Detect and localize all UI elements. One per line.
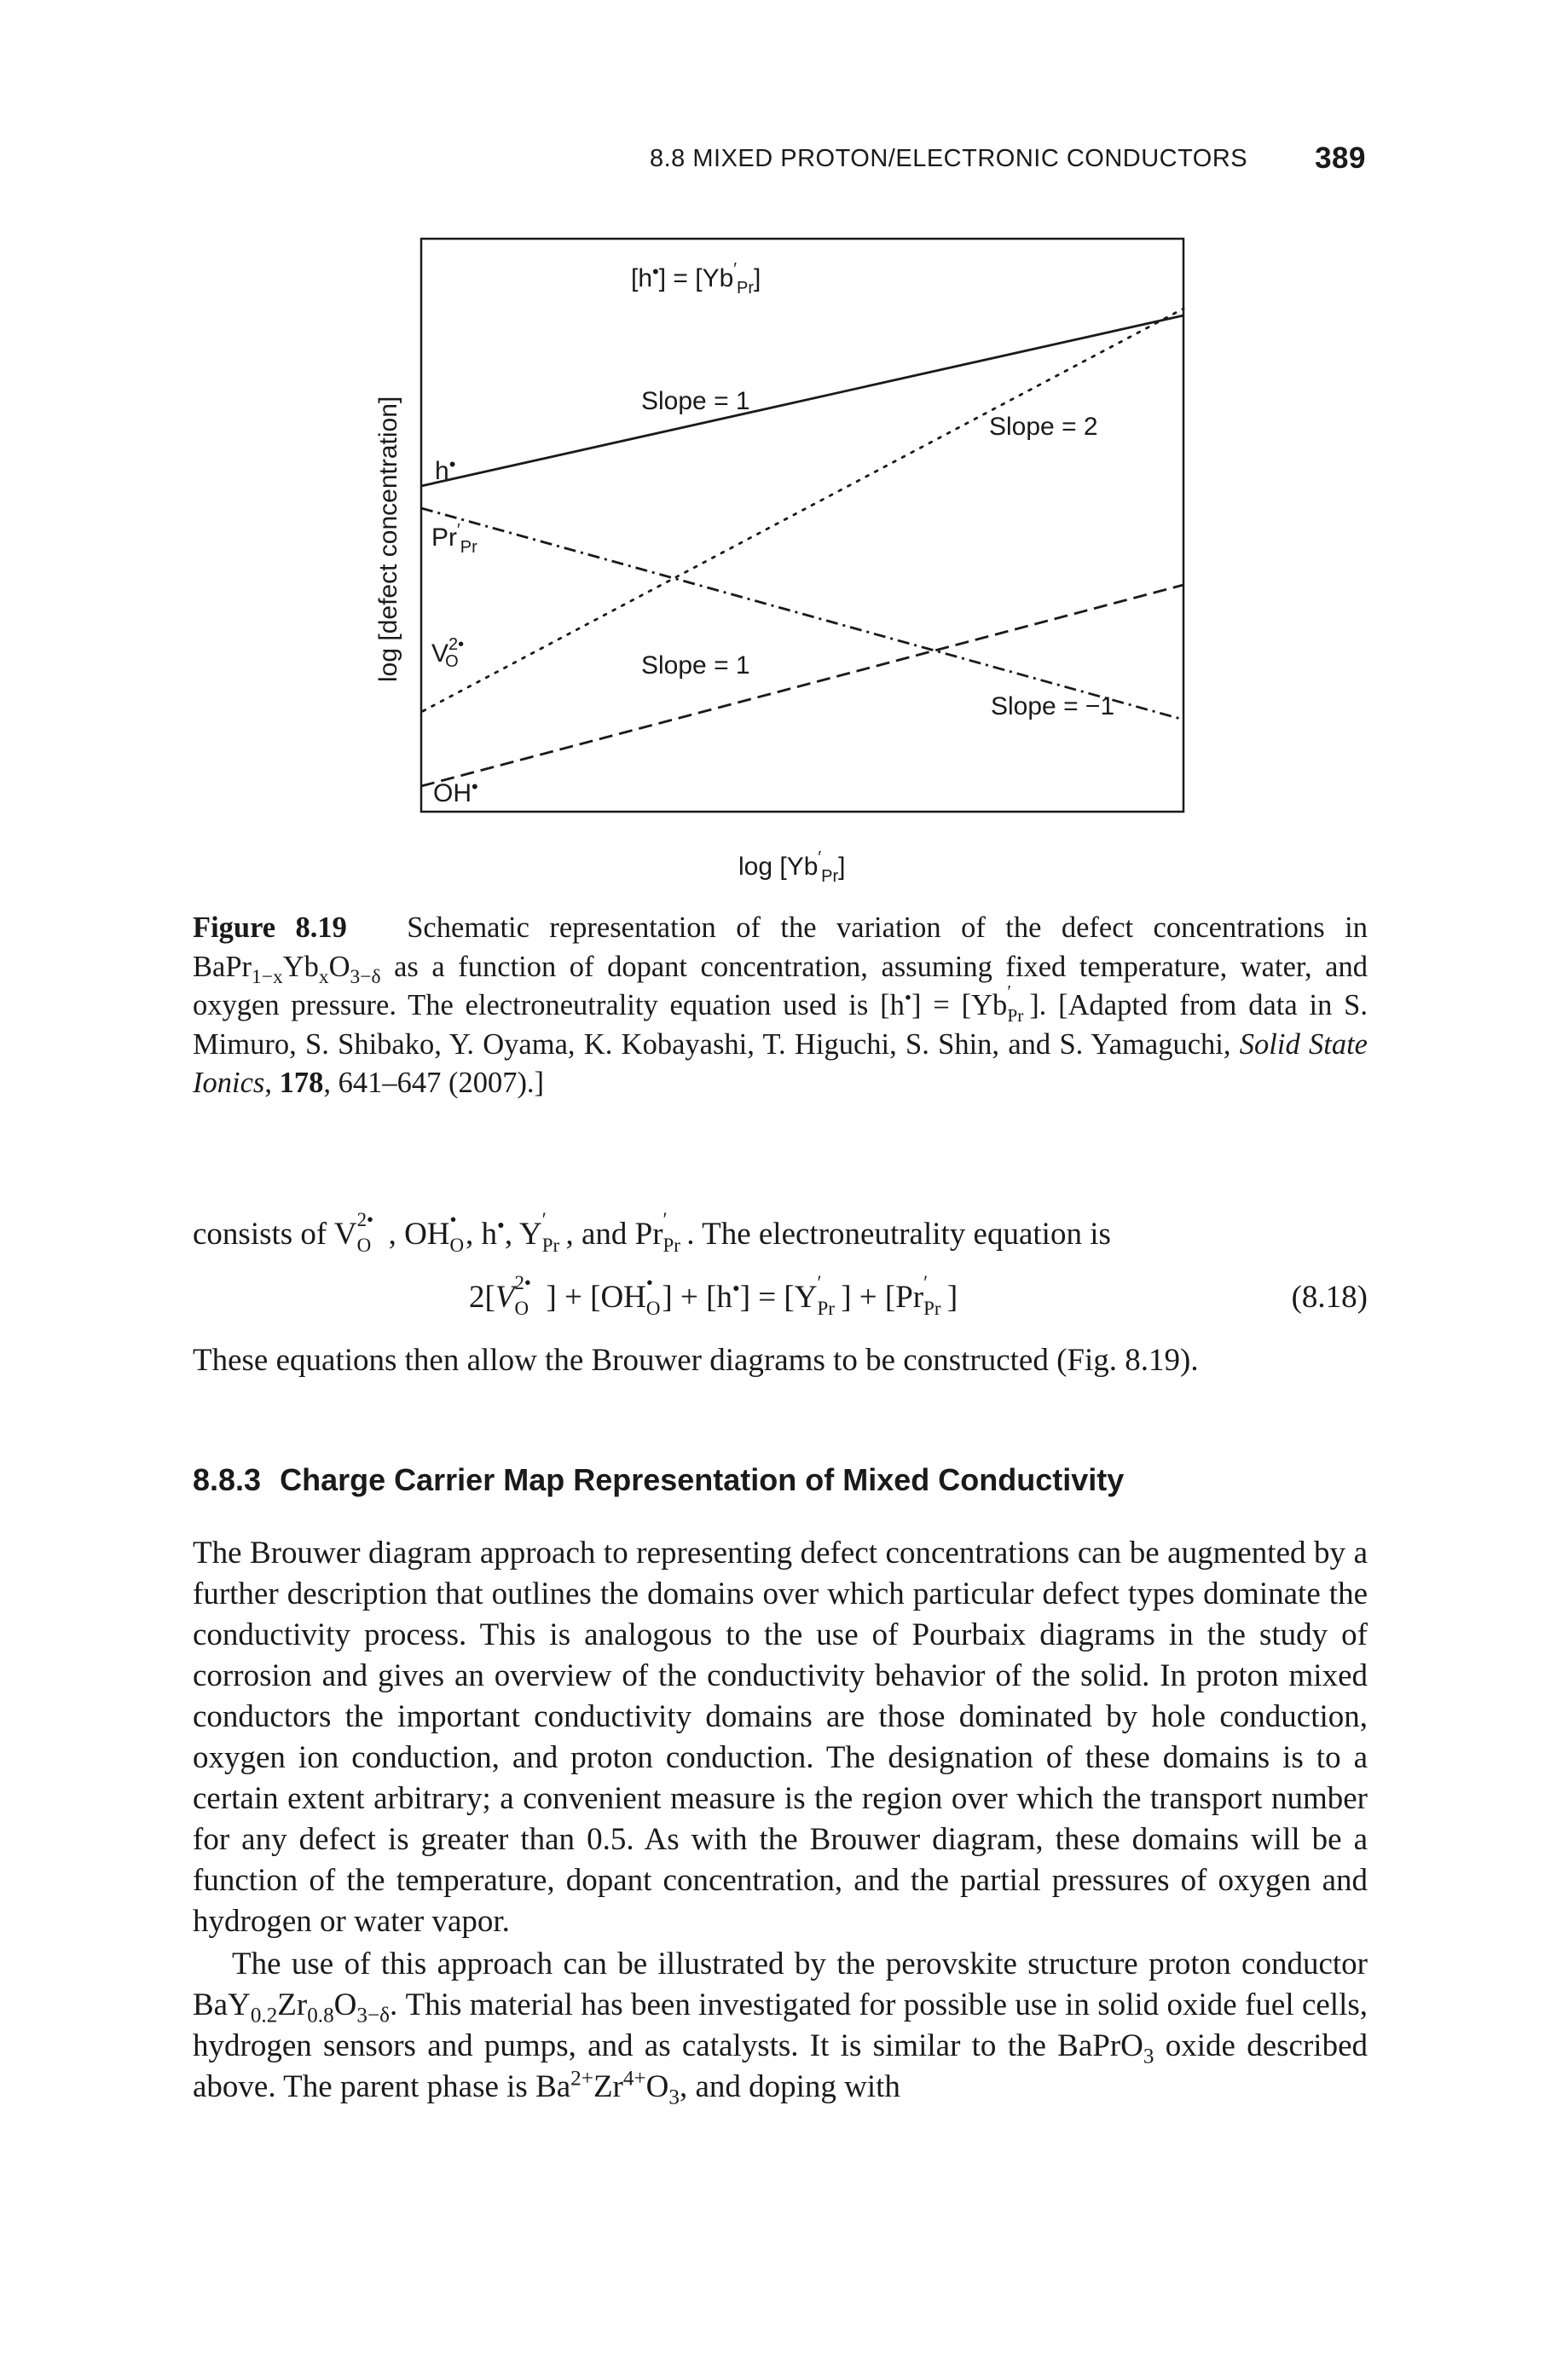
- plot-frame: [419, 237, 1185, 813]
- body-text: , and doping with: [679, 2069, 900, 2104]
- body-text: , h: [466, 1217, 498, 1252]
- body-text: The use of this approach can be illustra…: [193, 1947, 1368, 2022]
- hydroxide-line: [420, 583, 1184, 788]
- body-text: These equations then allow the Brouwer d…: [193, 1343, 1199, 1378]
- caption-text: Yb: [282, 950, 319, 983]
- figure-caption: Figure 8.19 Schematic representation of …: [193, 911, 1368, 1100]
- body-text: The Brouwer diagram approach to represen…: [193, 1536, 1368, 1939]
- equation-body: 2[V 2•O] + [OH •O] + [h•] = [Y ′Pr] + [P…: [469, 1271, 958, 1319]
- top-label: [h•] = [Yb′Pr]: [631, 260, 761, 298]
- holes-slope-label: Slope = 1: [641, 387, 750, 415]
- body-sub: 3−δ: [356, 2004, 391, 2028]
- section-heading: 8.8.3 Charge Carrier Map Representation …: [193, 1462, 1368, 1498]
- body-sup: 2+: [570, 2067, 593, 2091]
- hydroxide-label: OH•: [433, 776, 478, 807]
- yb-defect-symbol: ′Pr: [1007, 981, 1024, 1026]
- paragraph-brouwer: These equations then allow the Brouwer d…: [193, 1340, 1368, 1381]
- caption-text: , 641–647 (2007).]: [323, 1067, 545, 1099]
- body-text: oxide described above. The parent phase …: [193, 2028, 1368, 2104]
- caption-text: O: [328, 950, 350, 983]
- y-axis-label: log [defect concentration]: [374, 396, 402, 682]
- body-text: Zr: [277, 1987, 308, 2022]
- journal-name: Solid State Ionics: [193, 1027, 1368, 1100]
- body-text: , and Pr: [565, 1217, 663, 1252]
- body-text: O: [333, 1987, 357, 2022]
- caption-sub: 1−x: [252, 965, 283, 988]
- body-sub: 0.2: [250, 2004, 278, 2028]
- body-sup: 4+: [622, 2067, 646, 2091]
- figure-number: Figure 8.19: [193, 911, 347, 944]
- body-sub: 3: [1143, 2045, 1154, 2068]
- caption-text: ]. [Adapted from data in S. Mimuro, S. S…: [193, 989, 1368, 1061]
- body-sub: 3: [668, 2085, 680, 2109]
- caption-text: as a function of dopant concentration, a…: [193, 950, 1368, 1022]
- caption-text: Schematic representation of the variatio…: [193, 911, 1368, 983]
- equation-number: (8.18): [1291, 1280, 1368, 1315]
- hydroxide-slope-label: Slope = 1: [641, 651, 750, 680]
- body-text: , OH: [388, 1217, 450, 1252]
- vacancy-slope-label: Slope = 2: [989, 413, 1098, 441]
- body-text: . This material has been investigated fo…: [193, 1987, 1368, 2063]
- praseodymium-line: [420, 506, 1184, 721]
- paragraph-charge-carrier-map: The Brouwer diagram approach to represen…: [193, 1533, 1368, 1942]
- caption-sub: 3−δ: [350, 965, 381, 988]
- praseodymium-slope-label: Slope = −1: [991, 692, 1114, 720]
- holes-line: [420, 314, 1184, 488]
- body-text: . The electroneutrality equation is: [686, 1217, 1111, 1252]
- vacancy-line: [421, 307, 1185, 713]
- body-text: O: [645, 2069, 669, 2104]
- body-sub: 0.8: [307, 2004, 334, 2028]
- paragraph-bayzr: The use of this approach can be illustra…: [193, 1944, 1368, 2108]
- section-title: Charge Carrier Map Representation of Mix…: [280, 1462, 1125, 1497]
- body-text: , Y: [504, 1217, 542, 1252]
- section-number: 8.8.3: [193, 1462, 262, 1497]
- x-axis-label: log [Yb′Pr]: [738, 848, 846, 886]
- paragraph-defects: consists of V 2•O, OH •O, h•, Y ′Pr, and…: [193, 1208, 1111, 1256]
- brouwer-diagram: [h•] = [Yb′Pr] log [defect concentration…: [374, 237, 1185, 886]
- vacancy-label: V2•O: [431, 635, 464, 671]
- caption-sub: x: [318, 965, 329, 988]
- journal-volume: 178: [279, 1067, 324, 1099]
- body-text: Zr: [593, 2069, 623, 2104]
- page-number: 389: [1315, 142, 1366, 175]
- body-text: consists of V: [193, 1217, 357, 1252]
- running-head-title: 8.8 MIXED PROTON/ELECTRONIC CONDUCTORS: [650, 145, 1248, 172]
- praseodymium-label: Pr′Pr: [431, 521, 477, 557]
- caption-text: ] = [Yb: [911, 989, 1008, 1021]
